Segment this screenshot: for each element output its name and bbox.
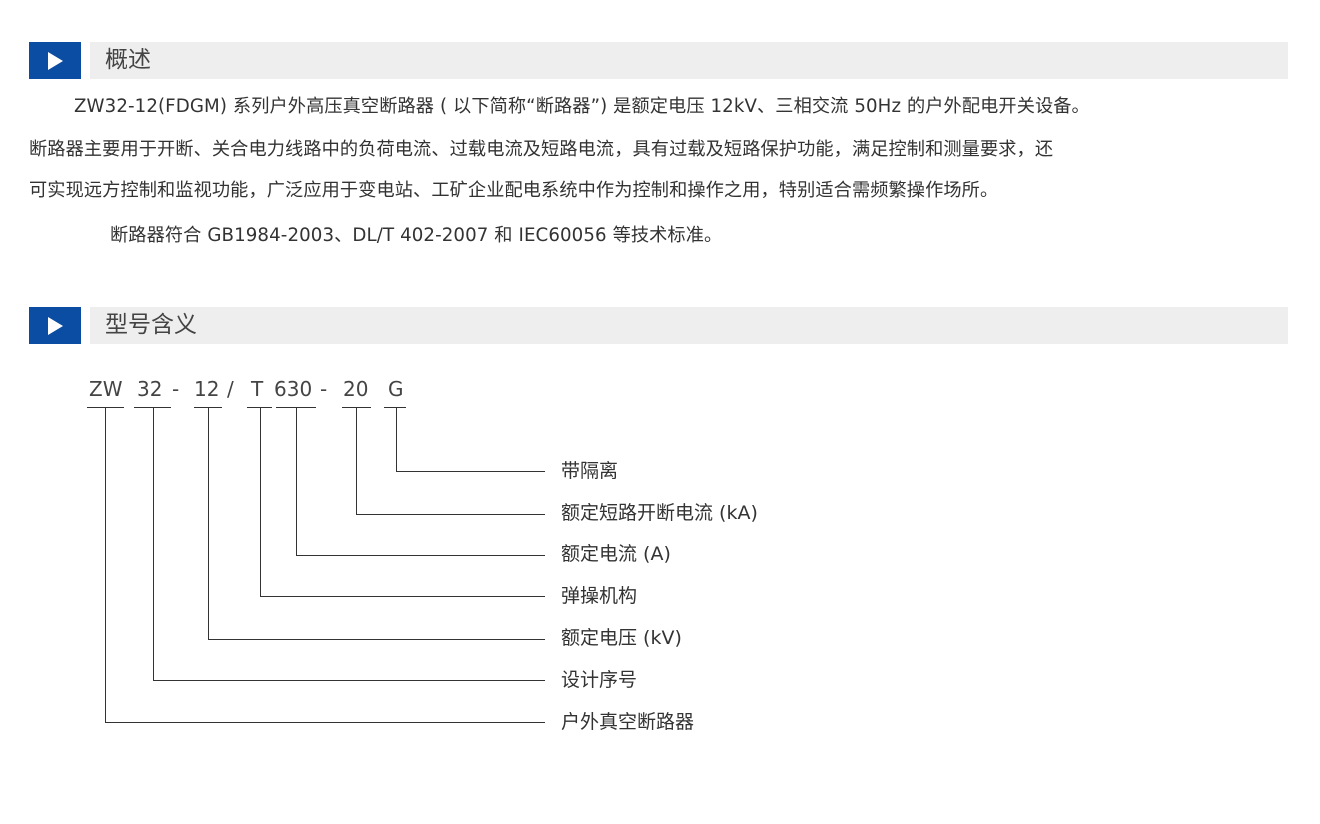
standards-paragraph: 断路器符合 GB1984-2003、DL/T 402-2007 和 IEC600… [110, 225, 723, 246]
connector-line [208, 407, 209, 639]
connector-line [296, 407, 297, 555]
code-separator: - [320, 377, 328, 401]
overview-line-2: 断路器主要用于开断、关合电力线路中的负荷电流、过载电流及短路电流，具有过载及短路… [29, 139, 1054, 160]
code-segment-20: 20 [343, 377, 369, 401]
meaning-label: 额定电流 (A) [561, 543, 671, 565]
meaning-label: 带隔离 [561, 460, 619, 482]
section-title: 概述 [105, 47, 151, 73]
code-separator: / [227, 377, 234, 401]
connector-line [356, 407, 357, 514]
code-segment-t: T [251, 377, 264, 401]
connector-line [396, 471, 545, 472]
section-header-bar [90, 42, 1288, 79]
code-segment-12: 12 [194, 377, 220, 401]
connector-line [153, 680, 545, 681]
section-header-bar [90, 307, 1288, 344]
code-separator: - [172, 377, 180, 401]
connector-line [260, 407, 261, 596]
connector-line [105, 407, 106, 722]
overview-line-3: 可实现远方控制和监视功能，广泛应用于变电站、工矿企业配电系统中作为控制和操作之用… [29, 180, 999, 201]
section-title: 型号含义 [105, 312, 197, 338]
connector-line [105, 722, 545, 723]
connector-line [208, 639, 545, 640]
meaning-label: 设计序号 [561, 669, 638, 691]
underline [134, 407, 171, 408]
code-segment-zw: ZW [89, 377, 123, 401]
code-segment-630: 630 [274, 377, 313, 401]
connector-line [396, 407, 397, 471]
meaning-label: 额定电压 (kV) [561, 627, 682, 649]
underline [247, 407, 272, 408]
section-header-model: 型号含义 [29, 307, 1288, 344]
connector-line [260, 596, 545, 597]
connector-line [296, 555, 545, 556]
meaning-label: 户外真空断路器 [561, 711, 695, 733]
meaning-label: 额定短路开断电流 (kA) [561, 502, 758, 524]
underline [384, 407, 406, 408]
connector-line [356, 514, 545, 515]
code-segment-32: 32 [137, 377, 163, 401]
play-triangle-icon [29, 307, 81, 344]
connector-line [153, 407, 154, 680]
code-segment-g: G [388, 377, 404, 401]
meaning-label: 弹操机构 [561, 585, 638, 607]
section-header-overview: 概述 [29, 42, 1288, 79]
overview-line-1: ZW32-12(FDGM) 系列户外高压真空断路器 ( 以下简称“断路器”) 是… [74, 96, 1090, 117]
play-triangle-icon [29, 42, 81, 79]
